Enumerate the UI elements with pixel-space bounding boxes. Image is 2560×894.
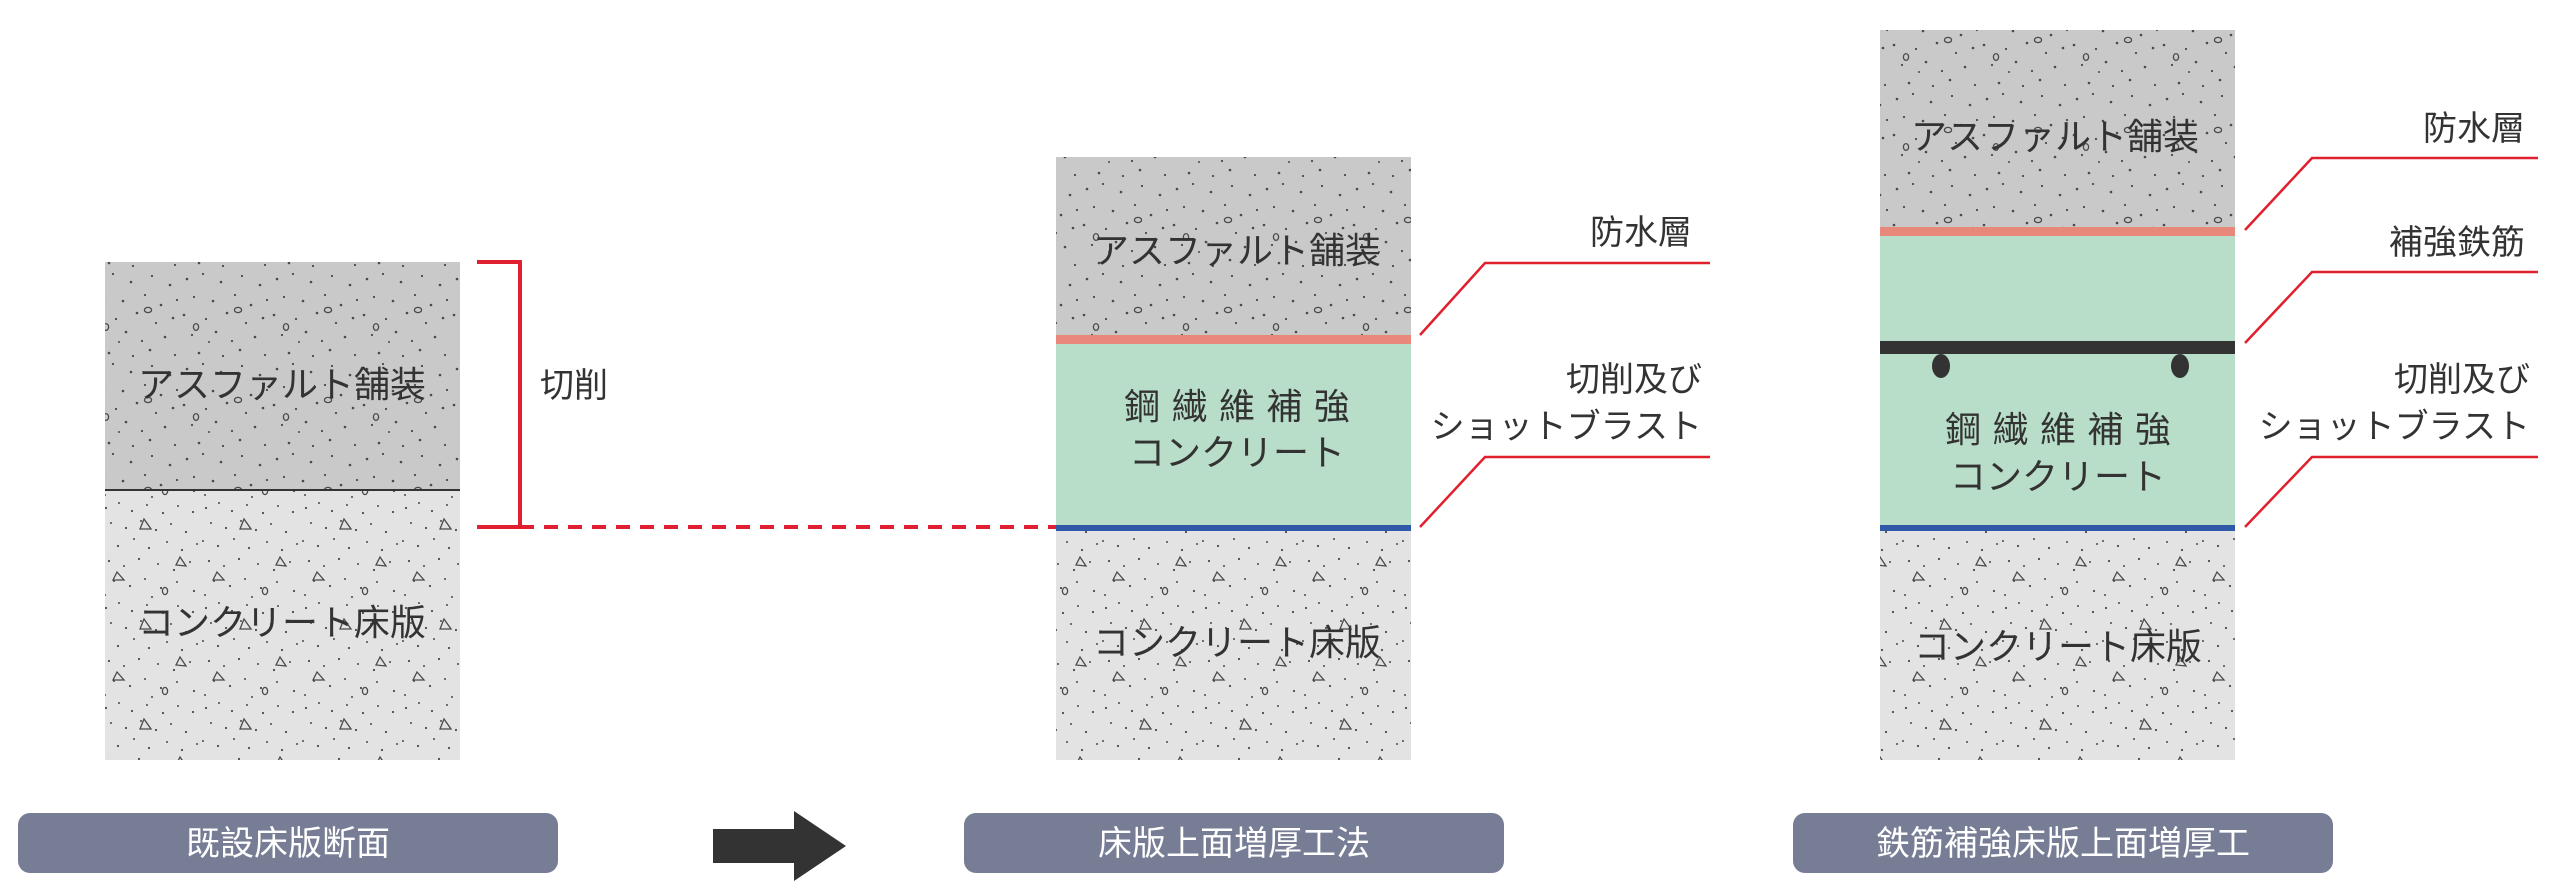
blast-callout-label-line2: ショットブラスト xyxy=(2259,407,2530,447)
blast-callout-line xyxy=(2244,455,2538,528)
caption-box xyxy=(18,813,558,873)
concrete-label: コンクリート床版 xyxy=(1093,623,1381,664)
caption-text: 既設床版断面 xyxy=(186,824,390,864)
asphalt-label: アスファルト舗装 xyxy=(138,365,426,406)
caption-box xyxy=(964,813,1504,873)
cut-label: 切削 xyxy=(540,366,608,406)
waterproof-layer xyxy=(1056,335,1411,344)
asphalt-label: アスファルト舗装 xyxy=(1911,117,2199,158)
blast-callout-line xyxy=(1419,455,1710,528)
sfrc-label-line2: コンクリート xyxy=(1950,457,2166,498)
concrete-layer xyxy=(1880,531,2235,760)
rebar-callout-label: 補強鉄筋 xyxy=(2389,223,2525,263)
sfrc-label-line1: 鋼 繊 維 補 強 xyxy=(1124,387,1350,428)
caption-overlay: 床版上面増厚工法 xyxy=(964,813,1504,873)
caption-box xyxy=(1793,813,2333,873)
panel-existing: アスファルト舗装 コンクリート床版 切削 xyxy=(105,260,608,760)
concrete-layer xyxy=(105,490,460,760)
concrete-label: コンクリート床版 xyxy=(1914,627,2202,668)
caption-text: 床版上面増厚工法 xyxy=(1098,824,1370,864)
asphalt-label: アスファルト舗装 xyxy=(1093,231,1381,272)
asphalt-layer xyxy=(1880,30,2235,227)
waterproof-callout-label: 防水層 xyxy=(1590,213,1692,253)
blast-callout-label-line1: 切削及び xyxy=(1566,360,1702,400)
blast-callout-label-line2: ショットブラスト xyxy=(1431,407,1702,447)
sfrc-layer xyxy=(1056,344,1411,525)
concrete-label: コンクリート床版 xyxy=(138,603,426,644)
shot-blast-line xyxy=(1056,525,1411,531)
asphalt-layer xyxy=(105,262,460,490)
sfrc-label-line1: 鋼 繊 維 補 強 xyxy=(1945,410,2171,451)
shot-blast-line xyxy=(1880,525,2235,531)
asphalt-layer xyxy=(1056,157,1411,335)
panel-overlay: アスファルト舗装 鋼 繊 維 補 強 コンクリート コンクリート床版 防水層 切… xyxy=(1056,157,1710,760)
waterproof-callout-line xyxy=(1419,261,1710,336)
caption-rebar-overlay: 鉄筋補強床版上面増厚工 xyxy=(1793,813,2333,873)
cut-bracket xyxy=(477,260,522,529)
blast-callout-label-line1: 切削及び xyxy=(2394,360,2530,400)
waterproof-callout-label: 防水層 xyxy=(2423,109,2525,149)
rebar-bar xyxy=(1880,341,2235,354)
rebar-dot-right xyxy=(2171,354,2189,378)
right-arrow-icon xyxy=(713,811,846,881)
rebar-dot-left xyxy=(1932,354,1950,378)
caption-text: 鉄筋補強床版上面増厚工 xyxy=(1876,824,2250,864)
panel-rebar-overlay: アスファルト舗装 鋼 繊 維 補 強 コンクリート コンクリート床版 防水層 補… xyxy=(1880,30,2538,760)
waterproof-layer xyxy=(1880,227,2235,236)
rebar-callout-line xyxy=(2244,270,2538,344)
caption-existing: 既設床版断面 xyxy=(18,813,558,873)
sfrc-label-line2: コンクリート xyxy=(1129,433,1345,474)
concrete-layer xyxy=(1056,531,1411,760)
waterproof-callout-line xyxy=(2244,156,2538,231)
sfrc-layer xyxy=(1880,236,2235,525)
